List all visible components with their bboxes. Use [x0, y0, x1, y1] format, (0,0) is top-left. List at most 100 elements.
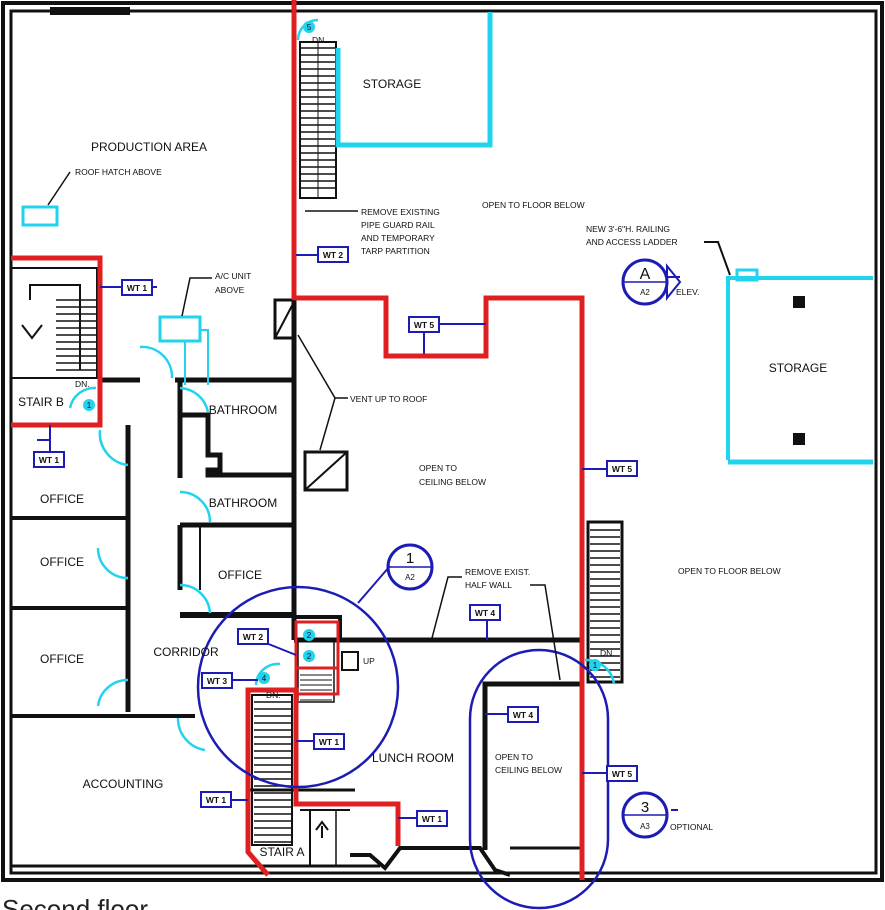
- svg-text:WT 2: WT 2: [323, 250, 344, 260]
- note-ac-unit: A/C UNIT: [215, 271, 251, 281]
- note-remove-half-wall: REMOVE EXIST.: [465, 567, 530, 577]
- room-label-bathroom: BATHROOM: [209, 403, 277, 417]
- stair-a: [251, 639, 350, 866]
- svg-text:3: 3: [641, 799, 649, 816]
- svg-text:WT 1: WT 1: [319, 737, 340, 747]
- existing-elements: 5 1 2 2 4 1: [21, 12, 873, 752]
- note-up: UP: [363, 656, 375, 666]
- wall-type-tags: WT 2 WT 1 WT 5 WT 1 WT 5 WT 4 WT 2 WT 3 …: [33, 246, 638, 827]
- note-optional: OPTIONAL: [670, 822, 713, 832]
- room-label-storage: STORAGE: [363, 77, 421, 91]
- drawing-caption: Second floor: [2, 894, 148, 910]
- note-railing: AND ACCESS LADDER: [586, 237, 678, 247]
- storage-marker: [793, 296, 805, 308]
- wt-tag: WT 1: [33, 451, 65, 468]
- note-dn: DN.: [266, 690, 281, 700]
- room-label-production-area: PRODUCTION AREA: [91, 140, 207, 154]
- section-marker-3: 3 A3: [640, 799, 650, 831]
- room-label-office: OFFICE: [40, 652, 84, 666]
- room-label-office: OFFICE: [218, 568, 262, 582]
- note-open-to-ceiling: CEILING BELOW: [419, 477, 486, 487]
- wt-tag: WT 1: [416, 810, 448, 827]
- callouts: [37, 254, 682, 910]
- room-label-corridor: CORRIDOR: [153, 645, 219, 659]
- svg-text:2: 2: [307, 631, 312, 640]
- wt-tag: WT 1: [121, 279, 153, 296]
- svg-text:WT 5: WT 5: [612, 464, 633, 474]
- note-dn: DN.: [600, 648, 615, 658]
- note-remove-rail: PIPE GUARD RAIL: [361, 220, 435, 230]
- room-label-stair-a: STAIR A: [259, 845, 304, 859]
- svg-text:WT 2: WT 2: [243, 632, 264, 642]
- svg-text:WT 4: WT 4: [475, 608, 496, 618]
- note-ac-unit: ABOVE: [215, 285, 245, 295]
- wt-tag: WT 5: [408, 316, 440, 333]
- note-dn: DN.: [312, 35, 327, 45]
- note-leaders: [47, 171, 731, 681]
- svg-text:WT 3: WT 3: [207, 676, 228, 686]
- note-open-to-ceiling: OPEN TO: [419, 463, 457, 473]
- wt-tag: WT 4: [507, 706, 539, 723]
- note-elev: ELEV.: [676, 287, 699, 297]
- stair-number-2-a: 2: [303, 629, 315, 641]
- svg-text:1: 1: [406, 550, 414, 567]
- wt-tag: WT 1: [313, 733, 345, 750]
- note-dn: DN.: [75, 379, 90, 389]
- note-vent: VENT UP TO ROOF: [350, 394, 427, 404]
- svg-text:A3: A3: [640, 822, 650, 831]
- note-open-to-floor: OPEN TO FLOOR BELOW: [482, 200, 585, 210]
- stair-right: [586, 520, 624, 684]
- wt-tag: WT 3: [201, 672, 233, 689]
- note-remove-half-wall: HALF WALL: [465, 580, 512, 590]
- stair-number-2-b: 2: [303, 650, 315, 662]
- wt-tag: WT 5: [606, 765, 638, 782]
- drawing-notes: ROOF HATCH ABOVE A/C UNIT ABOVE REMOVE E…: [75, 35, 781, 832]
- note-open-to-ceiling: OPEN TO: [495, 752, 533, 762]
- interior-walls: [11, 300, 582, 877]
- wt-tag: WT 1: [200, 791, 232, 808]
- stair-top: [299, 41, 337, 199]
- room-label-bathroom: BATHROOM: [209, 496, 277, 510]
- vent-boxes: [273, 298, 359, 671]
- room-label-office: OFFICE: [40, 555, 84, 569]
- room-label-storage: STORAGE: [769, 361, 827, 375]
- wt-tag: WT 4: [469, 604, 501, 621]
- svg-text:WT 1: WT 1: [422, 814, 443, 824]
- svg-text:WT 1: WT 1: [127, 283, 148, 293]
- wt-tag: WT 2: [237, 628, 269, 645]
- stair-b: [10, 267, 98, 379]
- svg-text:WT 5: WT 5: [414, 320, 435, 330]
- demolition-lines: [11, 0, 585, 880]
- room-label-stair-b: STAIR B: [18, 395, 64, 409]
- note-open-to-floor: OPEN TO FLOOR BELOW: [678, 566, 781, 576]
- stair-number-5: 5: [303, 21, 315, 33]
- svg-text:1: 1: [593, 661, 598, 670]
- stair-number-1-right: 1: [589, 659, 601, 671]
- wt-tag: WT 5: [606, 460, 638, 477]
- note-open-to-ceiling: CEILING BELOW: [495, 765, 562, 775]
- stair-number-1-b: 1: [83, 399, 95, 411]
- svg-text:4: 4: [262, 674, 267, 683]
- room-labels: PRODUCTION AREA STORAGE STORAGE STAIR B …: [18, 77, 827, 859]
- svg-text:WT 4: WT 4: [513, 710, 534, 720]
- section-marker-a: A A2: [640, 266, 651, 297]
- note-remove-rail: REMOVE EXISTING: [361, 207, 440, 217]
- stair-number-4: 4: [258, 672, 270, 684]
- svg-text:WT 5: WT 5: [612, 769, 633, 779]
- svg-text:A2: A2: [405, 573, 415, 582]
- room-label-office: OFFICE: [40, 492, 84, 506]
- svg-text:1: 1: [87, 401, 92, 410]
- wt-tag: WT 2: [317, 246, 349, 263]
- svg-text:A: A: [640, 266, 651, 283]
- note-remove-rail: AND TEMPORARY: [361, 233, 435, 243]
- room-label-accounting: ACCOUNTING: [83, 777, 164, 791]
- svg-text:A2: A2: [640, 288, 650, 297]
- storage-marker: [793, 433, 805, 445]
- note-remove-rail: TARP PARTITION: [361, 246, 430, 256]
- section-marker-1: 1 A2: [405, 550, 415, 582]
- note-railing: NEW 3'-6"H. RAILING: [586, 224, 670, 234]
- svg-text:2: 2: [307, 652, 312, 661]
- svg-text:WT 1: WT 1: [39, 455, 60, 465]
- room-label-lunch-room: LUNCH ROOM: [372, 751, 454, 765]
